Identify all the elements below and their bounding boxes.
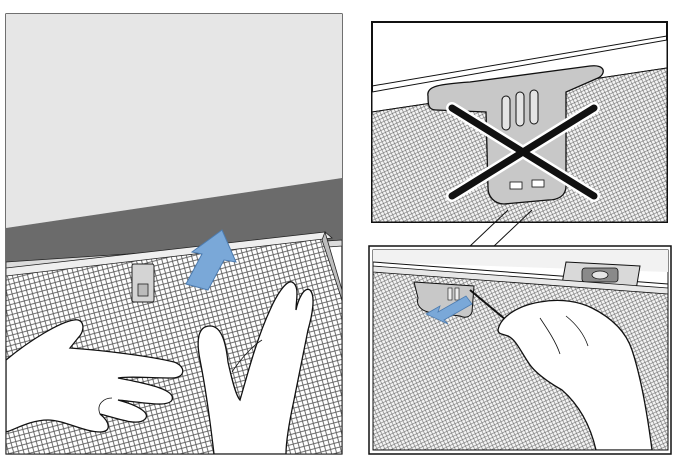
insert-filter-panel (5, 13, 343, 455)
release-arrow-icon (425, 295, 473, 325)
up-arrow-icon (185, 229, 237, 291)
cross-icon (446, 102, 600, 202)
left-hand (6, 319, 184, 433)
lever-latch-panel (368, 245, 672, 455)
ceiling (6, 14, 342, 228)
right-hand (197, 281, 314, 454)
filter-latch (131, 263, 155, 303)
hand-with-screwdriver (497, 299, 653, 450)
zoom-connector (467, 209, 533, 249)
wrong-removal-panel (371, 21, 668, 223)
